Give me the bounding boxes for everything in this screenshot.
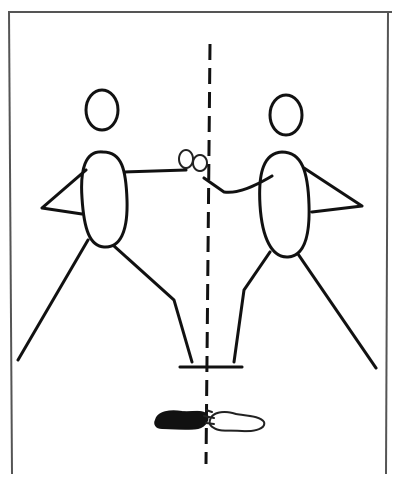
right-footprint-icon <box>210 412 265 431</box>
left-figure-head <box>86 90 118 130</box>
right-figure-front-leg <box>234 252 270 362</box>
right-figure-head <box>270 95 302 135</box>
left-figure-front-leg <box>114 246 192 362</box>
footprints <box>155 410 264 431</box>
left-figure-back-arm <box>42 170 86 214</box>
center-dashed-line <box>206 44 210 464</box>
right-figure-back-leg <box>298 254 376 368</box>
left-footprint-icon <box>155 411 207 429</box>
left-figure-torso <box>82 152 127 247</box>
right-figure-back-arm <box>304 168 362 212</box>
clasped-hands <box>179 150 207 171</box>
right-figure <box>204 95 376 368</box>
right-figure-torso <box>260 152 309 257</box>
frame <box>8 12 392 474</box>
left-figure-front-arm <box>125 170 186 172</box>
left-figure <box>18 90 192 362</box>
left-figure-back-leg <box>18 240 88 360</box>
